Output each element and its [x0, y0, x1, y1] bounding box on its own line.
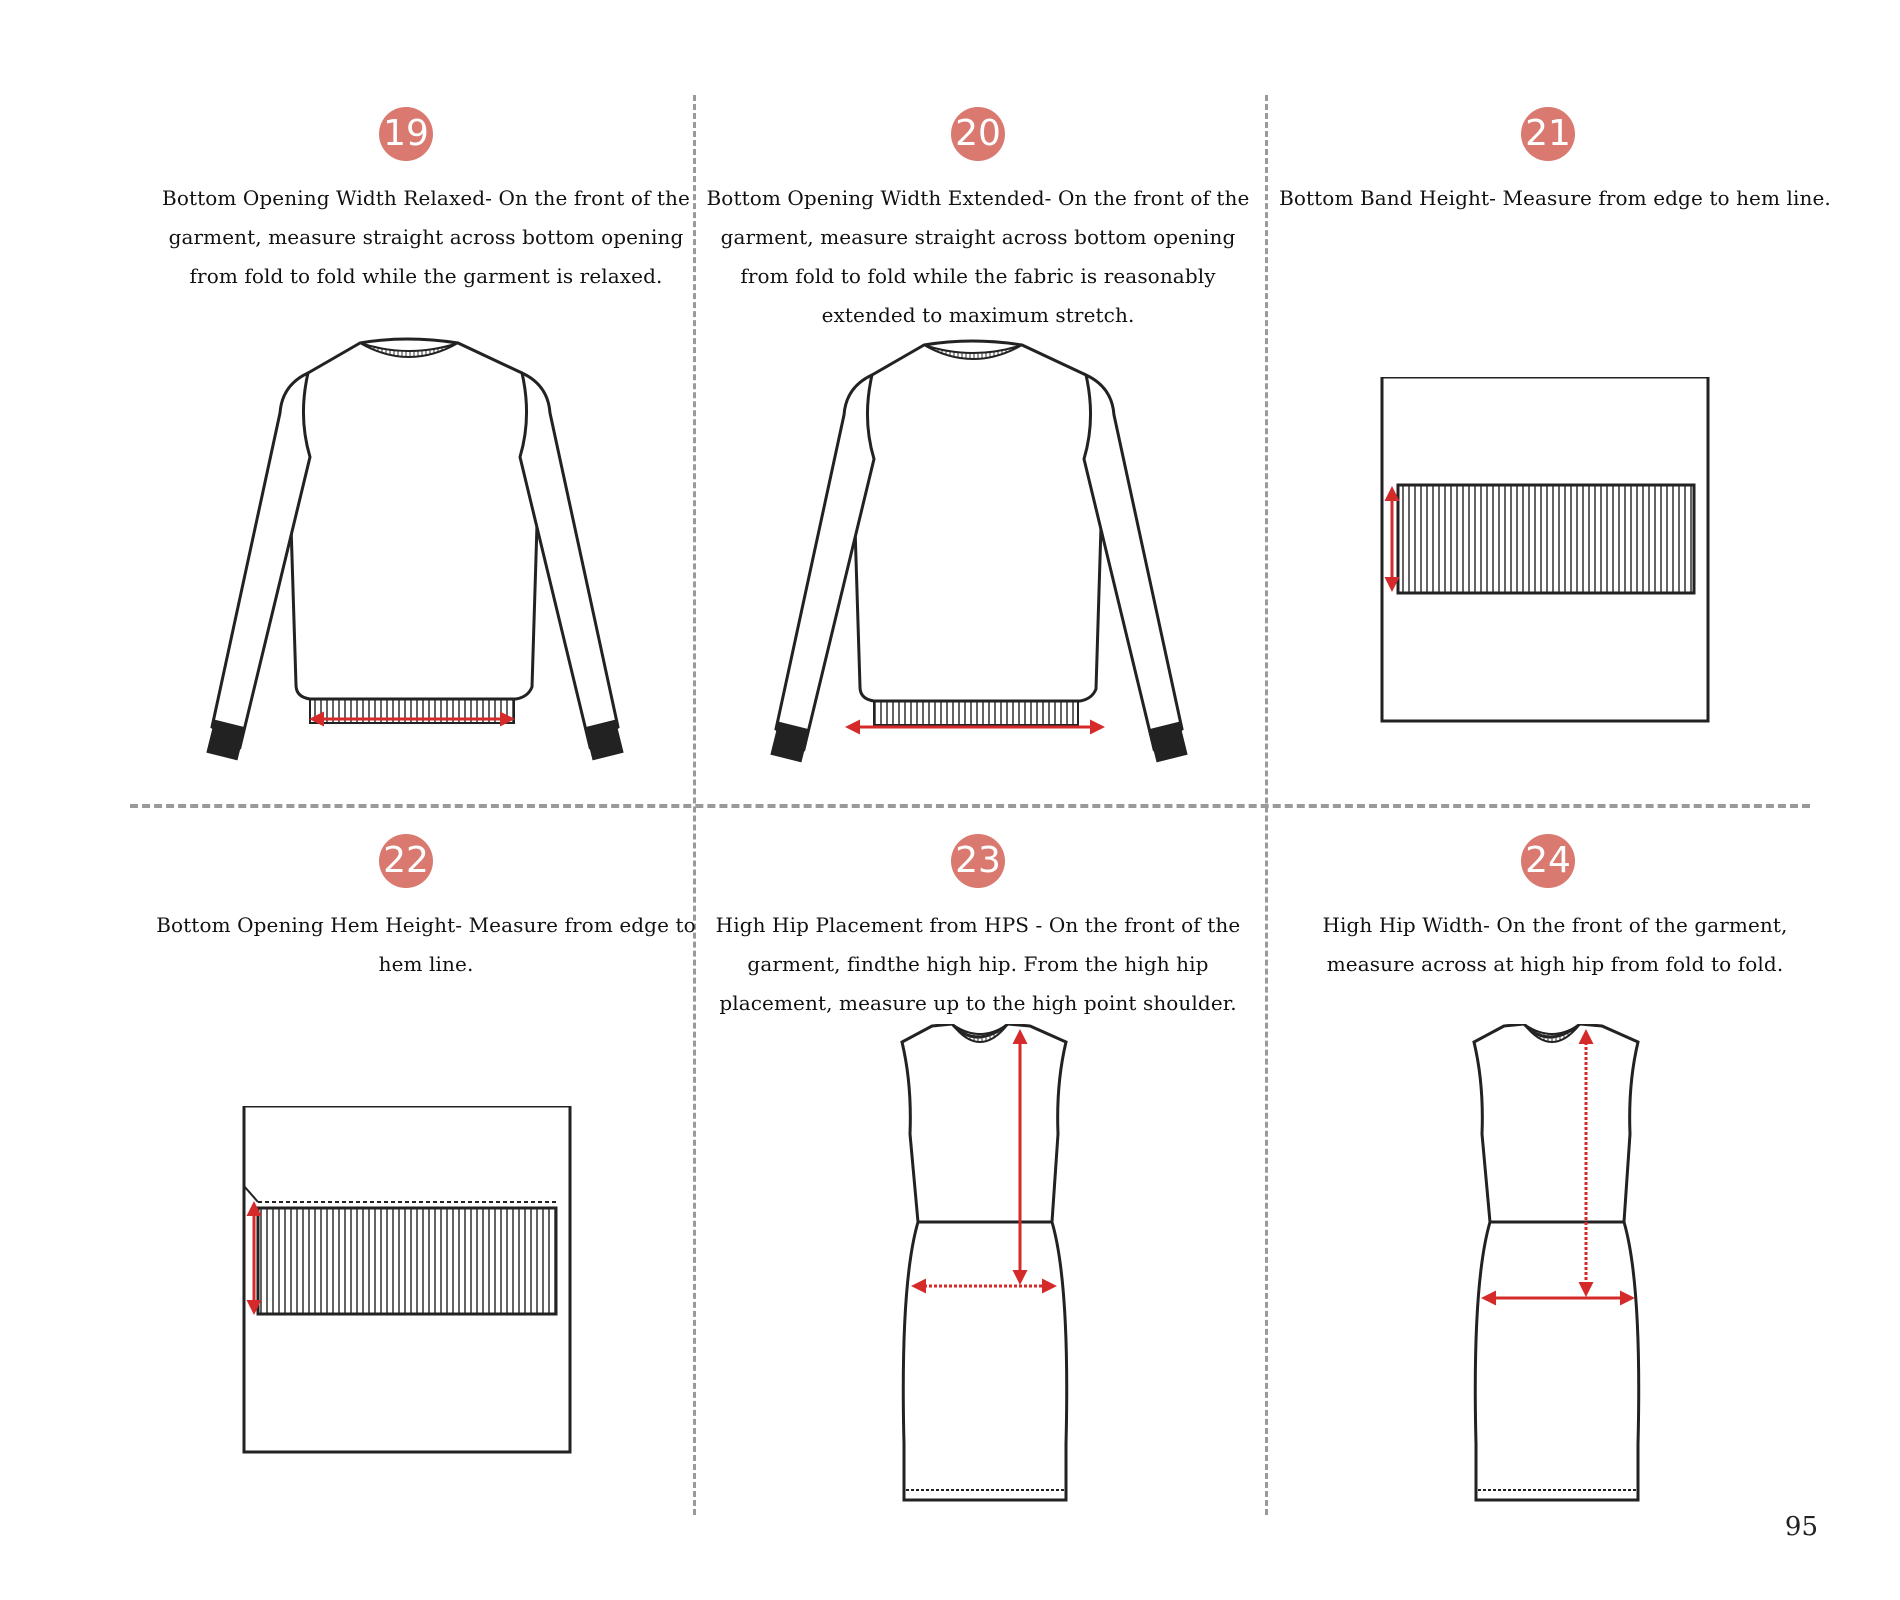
rib-band-icon	[242, 1106, 572, 1454]
item-number-badge: 20	[951, 107, 1005, 161]
item-description: Bottom Opening Width Extended- On the fr…	[706, 186, 1250, 327]
divider-horizontal	[130, 804, 1810, 808]
dress-icon	[1472, 1024, 1641, 1502]
item-description: Bottom Opening Hem Height- Measure from …	[156, 913, 696, 976]
item-description: High Hip Placement from HPS - On the fro…	[715, 913, 1241, 1015]
item-number-badge: 24	[1521, 834, 1575, 888]
page-number: 95	[1784, 1512, 1818, 1542]
rib-band-icon	[1380, 377, 1710, 723]
item-number-badge: 23	[951, 834, 1005, 888]
item-number-badge: 21	[1521, 107, 1575, 161]
sweater-icon	[206, 337, 624, 761]
dress-icon	[900, 1024, 1069, 1502]
item-description: Bottom Band Height- Measure from edge to…	[1279, 186, 1831, 210]
sweater-icon	[770, 339, 1188, 763]
item-number-badge: 22	[379, 834, 433, 888]
item-number-badge: 19	[379, 107, 433, 161]
item-description: Bottom Opening Width Relaxed- On the fro…	[162, 186, 690, 288]
item-description: High Hip Width- On the front of the garm…	[1322, 913, 1788, 976]
